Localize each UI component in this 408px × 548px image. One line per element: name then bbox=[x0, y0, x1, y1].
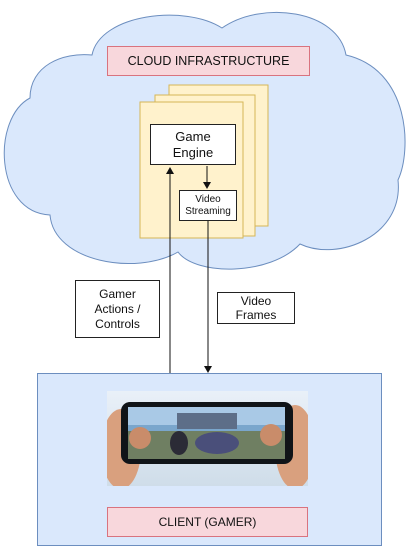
controls-line2: Actions / bbox=[94, 301, 141, 316]
client-title-box: CLIENT (GAMER) bbox=[107, 507, 308, 537]
controls-label-box: Gamer Actions / Controls bbox=[75, 280, 160, 338]
gamer-phone-image bbox=[107, 391, 308, 486]
cloud-title: CLOUD INFRASTRUCTURE bbox=[127, 54, 290, 68]
engine-line1: Game bbox=[175, 128, 211, 144]
screen-character bbox=[170, 431, 188, 455]
screen-vehicle bbox=[195, 432, 239, 454]
cloud-title-box: CLOUD INFRASTRUCTURE bbox=[107, 46, 310, 76]
right-thumb bbox=[260, 424, 282, 446]
streaming-line2: Streaming bbox=[185, 205, 231, 217]
video-frames-label-box: Video Frames bbox=[217, 292, 295, 324]
controls-line1: Gamer bbox=[99, 286, 136, 301]
game-engine-box: Game Engine bbox=[150, 124, 236, 165]
client-title: CLIENT (GAMER) bbox=[158, 515, 257, 529]
video-streaming-box: Video Streaming bbox=[179, 190, 237, 221]
screen-buildings bbox=[177, 413, 237, 429]
phone-illustration bbox=[107, 402, 308, 486]
streaming-line1: Video bbox=[195, 193, 221, 205]
frames-line2: Frames bbox=[235, 308, 277, 322]
engine-line2: Engine bbox=[172, 144, 214, 160]
left-thumb bbox=[129, 427, 151, 449]
frames-line1: Video bbox=[240, 294, 272, 308]
controls-line3: Controls bbox=[95, 316, 140, 331]
